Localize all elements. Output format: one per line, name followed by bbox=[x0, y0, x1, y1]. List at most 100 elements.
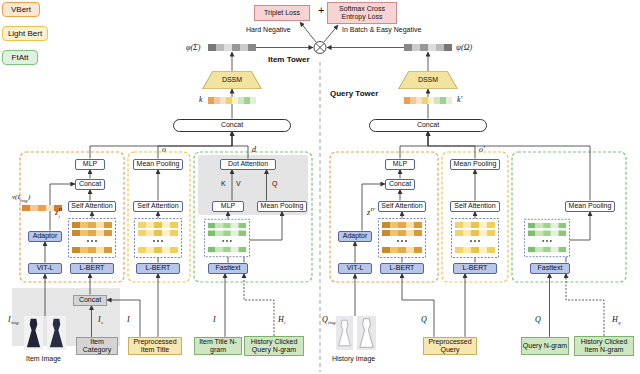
node-label: Fasttext bbox=[538, 264, 563, 272]
node-label: Mean Pooling bbox=[261, 202, 304, 210]
text-label: Item Tower bbox=[268, 56, 310, 64]
text-label: i bbox=[58, 214, 59, 219]
text-label: ) bbox=[28, 194, 30, 201]
node-label: VIT-L bbox=[37, 264, 54, 272]
phi-vector bbox=[208, 44, 256, 51]
tower-separator bbox=[320, 62, 321, 372]
input-box: Item Title N-gram bbox=[194, 337, 242, 355]
encoder-box: L-BERT bbox=[453, 263, 497, 274]
node-label: Self Attention bbox=[454, 202, 495, 210]
input-box: Concat bbox=[73, 295, 107, 306]
encoder-box: VIT-L bbox=[338, 263, 372, 274]
text-label: Hard Negative bbox=[246, 26, 291, 33]
layer-box: Self Attention bbox=[378, 201, 426, 212]
node-label: Adaptor bbox=[33, 232, 58, 240]
layer-box: Self Attention bbox=[68, 201, 116, 212]
connector bbox=[158, 274, 159, 337]
text-label: H bbox=[278, 316, 284, 324]
input-box: Preprocessed Query bbox=[423, 337, 477, 355]
text-label: D' bbox=[370, 207, 375, 212]
vbert-group bbox=[20, 152, 124, 282]
layer-box: Mean Pooling bbox=[565, 201, 615, 212]
token-vectors bbox=[204, 219, 249, 256]
legend-label: FtAtt bbox=[12, 54, 29, 62]
text-label: V bbox=[236, 180, 241, 187]
layer-box: MLP bbox=[385, 159, 415, 170]
dssm-trapezoid: DSSM bbox=[398, 71, 458, 89]
connector bbox=[428, 132, 590, 201]
text-label: img bbox=[328, 320, 336, 325]
node-label: DSSM bbox=[222, 76, 242, 84]
text-label: Q bbox=[272, 180, 277, 187]
node-label: Softmax Cross Entropy Loss bbox=[328, 5, 396, 20]
layer-box: Self Attention bbox=[133, 201, 183, 212]
text-label: d bbox=[252, 146, 256, 154]
text-label: H bbox=[612, 316, 618, 324]
token-vectors bbox=[69, 219, 116, 258]
encoder-box: Adaptor bbox=[28, 231, 62, 242]
node-label: Concat bbox=[221, 121, 243, 129]
product-symbol bbox=[314, 42, 326, 54]
connector bbox=[90, 274, 91, 295]
connector bbox=[566, 274, 604, 337]
encoder-box: Adaptor bbox=[338, 231, 372, 242]
connector bbox=[91, 306, 92, 337]
loss-box: Softmax Cross Entropy Loss bbox=[327, 2, 397, 24]
input-box: Item Category bbox=[76, 337, 118, 355]
token-vectors bbox=[135, 219, 182, 258]
image-arrow bbox=[45, 274, 46, 316]
text-label: φ(Σ) bbox=[186, 44, 201, 52]
connector bbox=[90, 190, 91, 201]
text-label: Q bbox=[535, 316, 541, 324]
input-box: Query N-gram bbox=[521, 337, 569, 355]
connector bbox=[90, 170, 91, 179]
score-arrow bbox=[428, 52, 429, 71]
layer-box: Concat bbox=[385, 179, 415, 190]
node-label: DSSM bbox=[418, 76, 438, 84]
legend-label: Light Bert bbox=[8, 30, 42, 38]
text-label: K bbox=[221, 180, 226, 187]
layer-box: Concat bbox=[75, 179, 105, 190]
text-label: D bbox=[58, 207, 62, 212]
text-label: o' bbox=[479, 146, 485, 154]
encoder-box: VIT-L bbox=[28, 263, 62, 274]
image-arrow bbox=[355, 274, 356, 316]
node-label: History Clicked Query N-gram bbox=[245, 338, 303, 353]
node-label: L-BERT bbox=[146, 264, 171, 272]
connector bbox=[232, 170, 233, 201]
connector bbox=[402, 274, 434, 337]
node-label: L-BERT bbox=[463, 264, 488, 272]
layer-box: Mean Pooling bbox=[450, 159, 500, 170]
text-label: + bbox=[318, 5, 324, 16]
node-label: Mean Pooling bbox=[137, 160, 180, 168]
k-prime-vector bbox=[404, 97, 452, 104]
text-label: k bbox=[199, 96, 203, 104]
connector bbox=[428, 132, 475, 159]
text-label: z bbox=[55, 209, 58, 217]
node-label: L-BERT bbox=[80, 264, 105, 272]
layer-box: MLP bbox=[75, 159, 105, 170]
layer-box: MLP bbox=[212, 201, 244, 212]
connector bbox=[400, 170, 401, 179]
node-label: Self Attention bbox=[381, 202, 422, 210]
token-vectors bbox=[452, 219, 499, 258]
encoder-box: L-BERT bbox=[380, 263, 424, 274]
connector bbox=[549, 274, 550, 337]
text-label: History Image bbox=[332, 355, 375, 362]
ftatt-group bbox=[194, 152, 312, 282]
text-label: Q bbox=[421, 316, 427, 324]
node-label: Concat bbox=[417, 121, 439, 129]
lightbert-group bbox=[128, 152, 190, 282]
connector bbox=[158, 170, 159, 201]
history-image bbox=[336, 316, 376, 350]
node-label: Triplet Loss bbox=[264, 9, 300, 17]
token-vectors bbox=[524, 219, 569, 256]
text-label: I bbox=[98, 316, 101, 324]
text-label: ψ(Ω) bbox=[456, 44, 472, 52]
node-label: Mean Pooling bbox=[454, 160, 497, 168]
node-label: MLP bbox=[221, 202, 235, 210]
connector bbox=[90, 132, 232, 159]
lightbert-group bbox=[442, 152, 508, 282]
k-vector bbox=[208, 97, 256, 104]
